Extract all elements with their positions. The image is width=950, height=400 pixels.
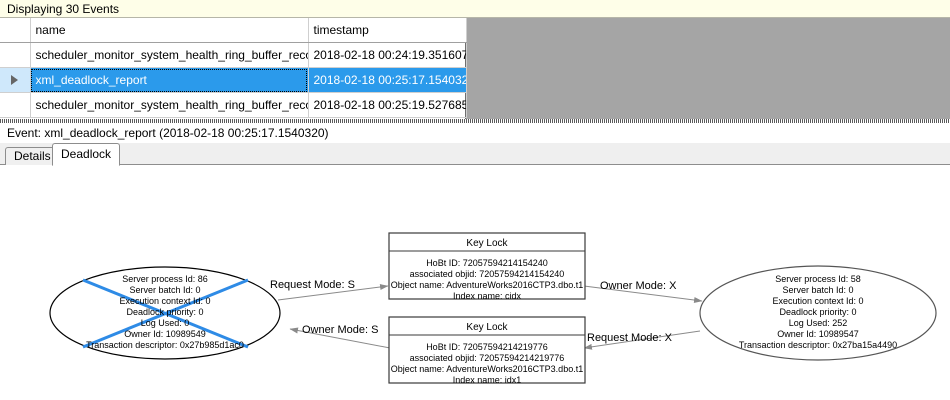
process-line: Log Used: 252 xyxy=(789,318,848,328)
tab-details[interactable]: Details xyxy=(5,147,60,165)
cell-timestamp[interactable]: 2018-02-18 00:25:19.5276859 xyxy=(308,92,467,118)
edge-right-owner: Owner Mode: X xyxy=(583,280,703,303)
events-grid-area: name timestamp scheduler_monitor_system_… xyxy=(0,18,950,119)
process-line: Deadlock priority: 0 xyxy=(126,307,203,317)
process-line: Execution context Id: 0 xyxy=(772,296,863,306)
resource-line: associated objid: 72057594214154240 xyxy=(410,269,565,279)
row-caret-icon xyxy=(11,75,18,85)
process-node-left[interactable]: Server process Id: 86 Server batch Id: 0… xyxy=(49,266,281,360)
tab-deadlock[interactable]: Deadlock xyxy=(52,143,121,166)
resource-line: HoBt ID: 72057594214219776 xyxy=(426,342,548,352)
process-line: Owner Id: 10989547 xyxy=(777,329,859,339)
process-line: Server batch Id: 0 xyxy=(129,285,200,295)
resource-line: associated objid: 72057594214219776 xyxy=(410,353,565,363)
process-line: Log Used: 0 xyxy=(141,318,190,328)
table-row[interactable]: scheduler_monitor_system_health_ring_buf… xyxy=(0,42,467,68)
edge-right-request: Request Mode: X xyxy=(583,330,701,350)
events-grid[interactable]: name timestamp scheduler_monitor_system_… xyxy=(0,18,467,119)
resource-line: Index name: idx1 xyxy=(453,375,522,385)
row-selector-cell[interactable] xyxy=(0,42,31,68)
process-node-right[interactable]: Server process Id: 58 Server batch Id: 0… xyxy=(699,265,937,361)
cell-timestamp[interactable]: 2018-02-18 00:24:19.3516078 xyxy=(308,42,467,68)
deadlock-victim-cross-icon xyxy=(82,278,249,349)
cell-name[interactable]: scheduler_monitor_system_health_ring_buf… xyxy=(30,42,309,68)
column-header-selector xyxy=(0,18,31,43)
process-line: Server process Id: 86 xyxy=(122,274,208,284)
edge-label-left-owner: Owner Mode: S xyxy=(302,324,378,336)
edge-label-left-request: Request Mode: S xyxy=(270,279,355,291)
process-line: Transaction descriptor: 0x27ba15a4490 xyxy=(739,340,897,350)
row-selector-cell[interactable] xyxy=(0,67,31,93)
process-line: Transaction descriptor: 0x27b985d1ac0 xyxy=(86,340,244,350)
table-header-row: name timestamp xyxy=(0,18,467,43)
resource-line: Index name: cidx xyxy=(453,291,522,301)
edge-left-owner: Owner Mode: S xyxy=(289,324,391,349)
edge-label-right-owner: Owner Mode: X xyxy=(600,280,677,292)
process-line: Owner Id: 10989549 xyxy=(124,329,206,339)
deadlock-graph-pane[interactable]: Request Mode: S Owner Mode: X Owner Mode… xyxy=(0,165,950,400)
events-status-bar: Displaying 30 Events xyxy=(0,0,950,18)
edge-left-request: Request Mode: S xyxy=(270,279,389,301)
resource-title: Key Lock xyxy=(466,322,508,333)
splitter-handle[interactable] xyxy=(0,119,950,123)
cell-name[interactable]: scheduler_monitor_system_health_ring_buf… xyxy=(30,92,309,118)
column-header-name[interactable]: name xyxy=(30,18,309,43)
resource-title: Key Lock xyxy=(466,238,508,249)
process-line: Server process Id: 58 xyxy=(775,274,861,284)
detail-tabstrip: Details Deadlock xyxy=(0,143,950,166)
events-count-label: Displaying 30 Events xyxy=(7,2,120,16)
column-header-timestamp[interactable]: timestamp xyxy=(308,18,467,43)
resource-node-top-key-lock[interactable]: Key Lock HoBt ID: 72057594214154240 asso… xyxy=(388,232,586,301)
cell-timestamp[interactable]: 2018-02-18 00:25:17.1540320 xyxy=(308,67,467,93)
process-line: Server batch Id: 0 xyxy=(782,285,853,295)
row-selector-cell[interactable] xyxy=(0,92,31,118)
resource-line: HoBt ID: 72057594214154240 xyxy=(426,258,548,268)
event-detail-header: Event: xml_deadlock_report (2018-02-18 0… xyxy=(0,123,950,143)
edge-label-right-request: Request Mode: X xyxy=(587,332,673,344)
process-line: Deadlock priority: 0 xyxy=(779,307,856,317)
process-line: Execution context Id: 0 xyxy=(119,296,210,306)
resource-line: Object name: AdventureWorks2016CTP3.dbo.… xyxy=(391,364,583,374)
cell-name[interactable]: xml_deadlock_report xyxy=(30,67,309,93)
event-detail-title: Event: xml_deadlock_report (2018-02-18 0… xyxy=(7,126,329,140)
table-row[interactable]: scheduler_monitor_system_health_ring_buf… xyxy=(0,92,467,118)
resource-line: Object name: AdventureWorks2016CTP3.dbo.… xyxy=(391,280,583,290)
table-row-selected[interactable]: xml_deadlock_report 2018-02-18 00:25:17.… xyxy=(0,67,467,93)
resource-node-bottom-key-lock[interactable]: Key Lock HoBt ID: 72057594214219776 asso… xyxy=(388,316,586,385)
